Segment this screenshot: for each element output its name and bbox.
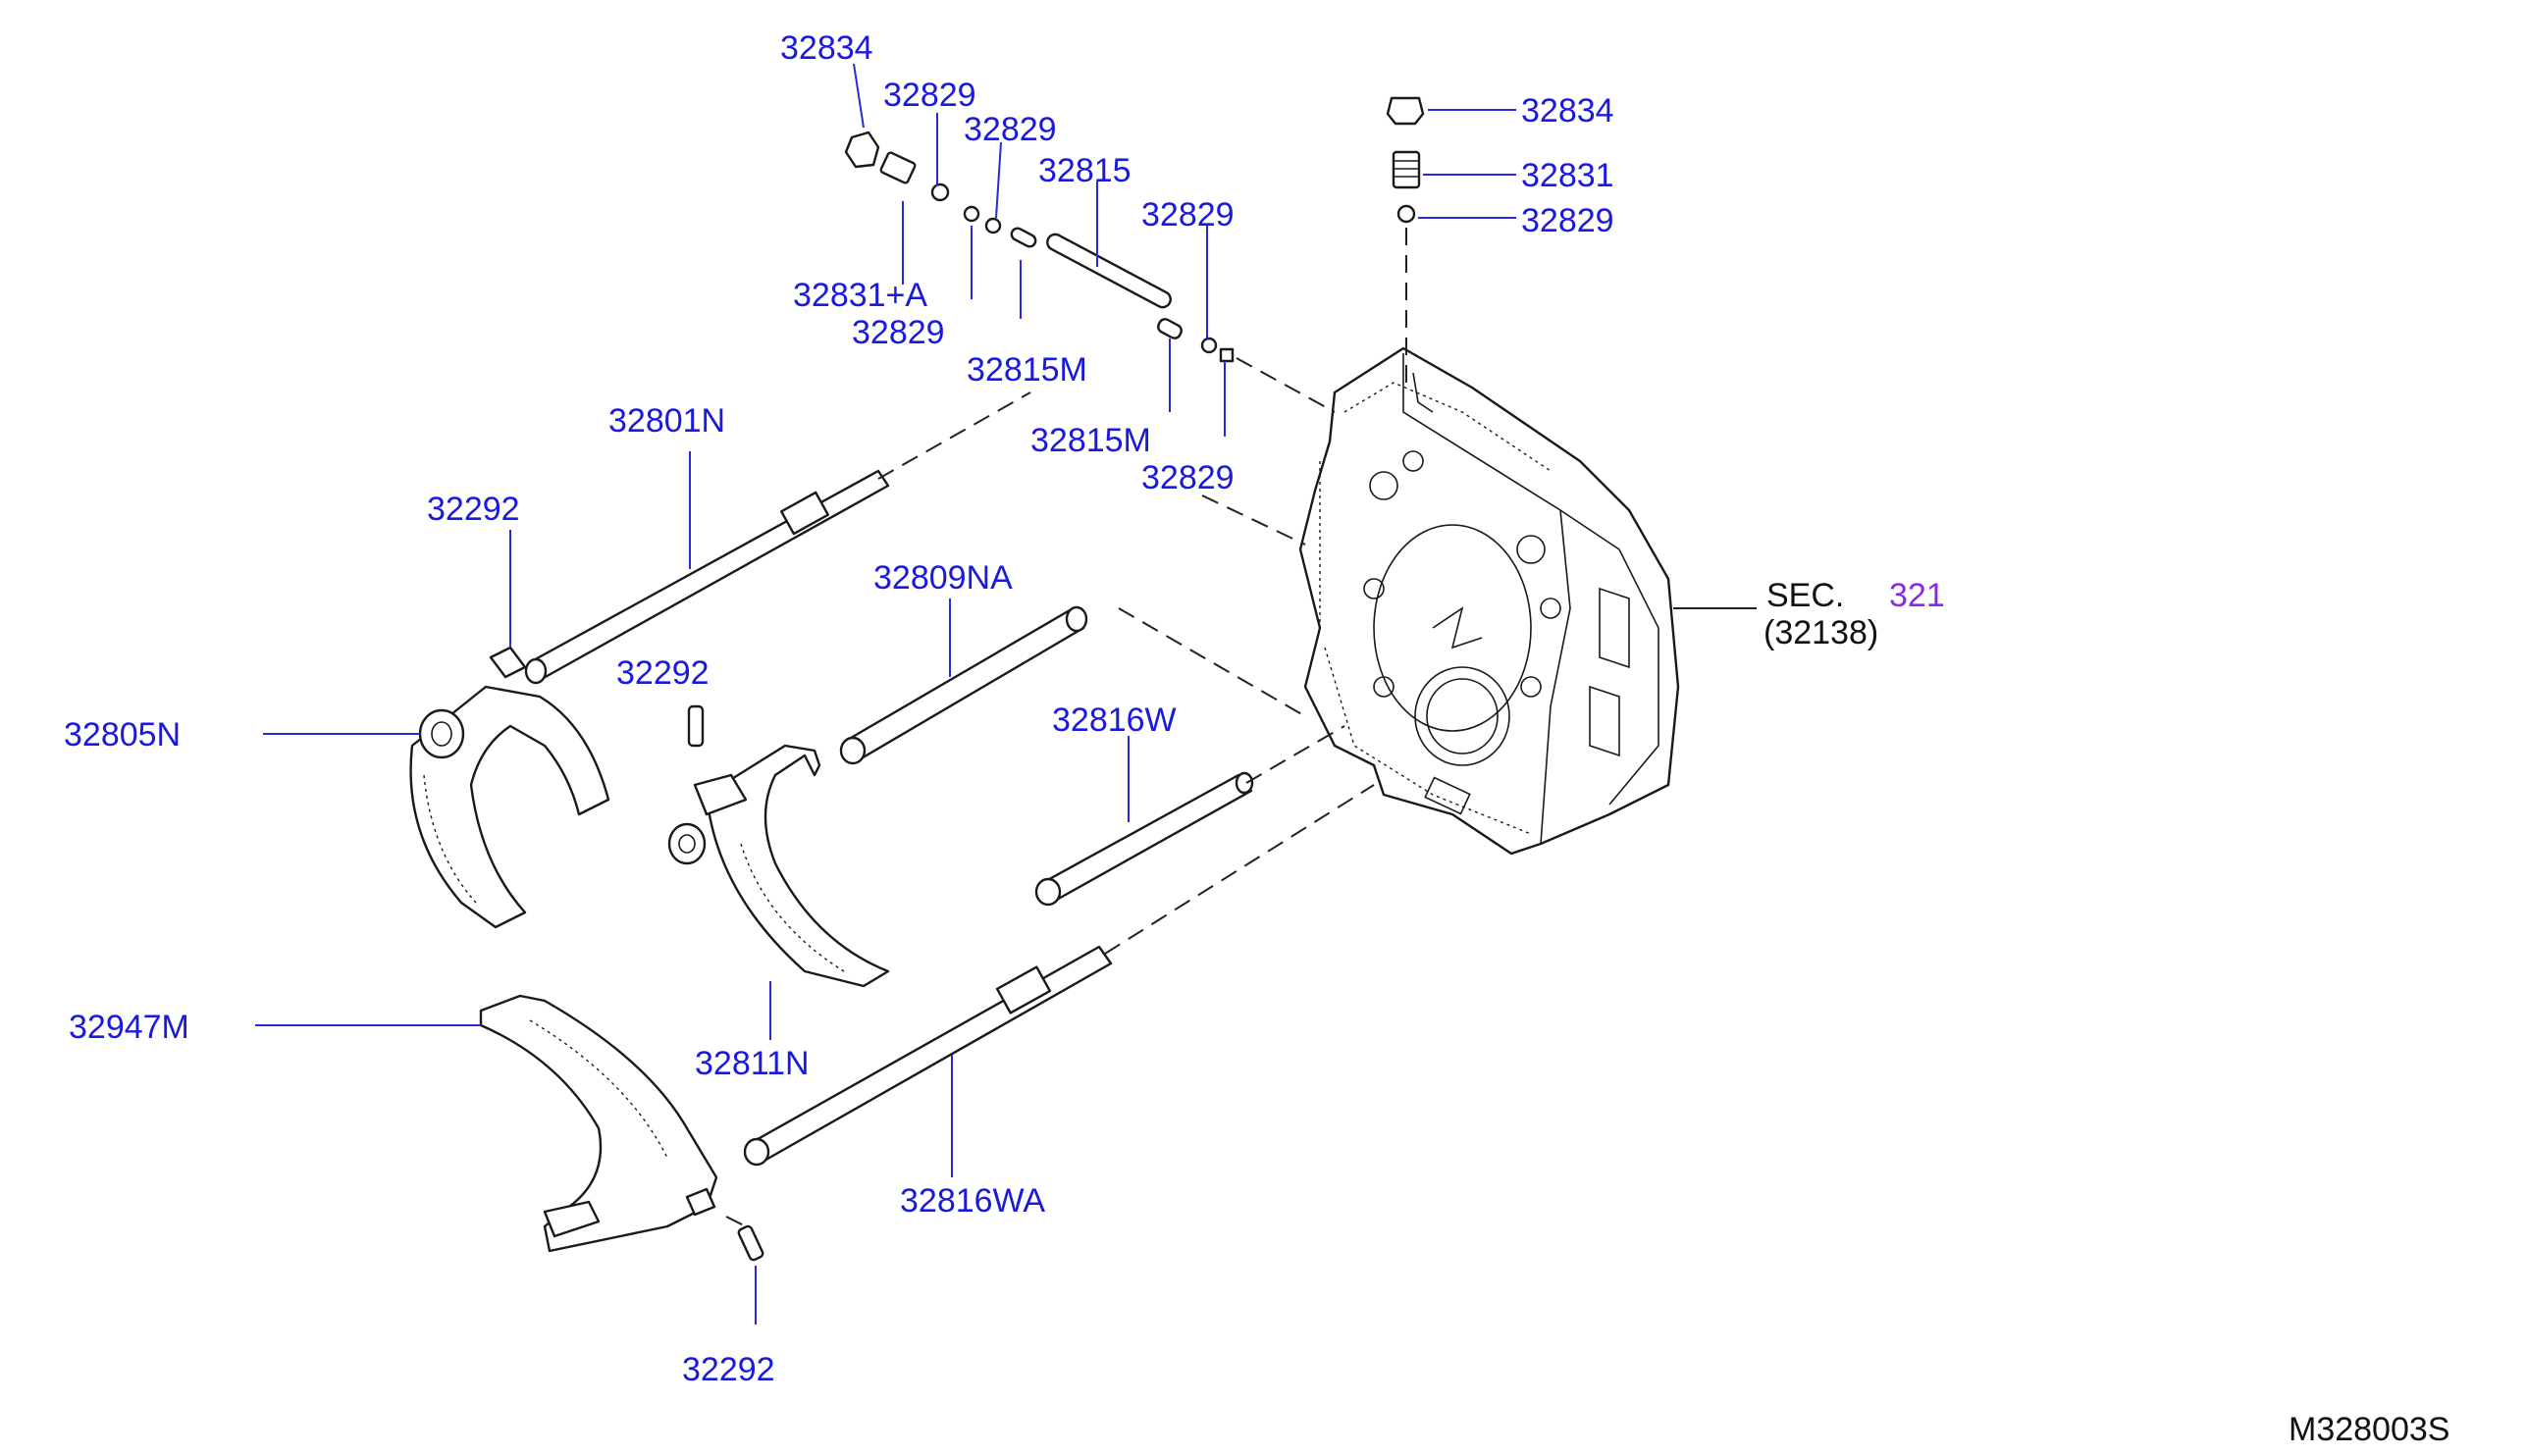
shift-fork-32805N	[409, 646, 610, 929]
assembly-lines	[725, 228, 1407, 1227]
label-32292-b: 32292	[616, 654, 710, 692]
label-32829-a: 32829	[883, 77, 976, 114]
label-32816wa: 32816WA	[900, 1182, 1045, 1220]
shift-rod-32801N	[524, 469, 890, 685]
leader-lines	[255, 63, 1757, 1325]
label-32292-a: 32292	[427, 491, 520, 528]
shift-fork-32947M	[479, 994, 764, 1262]
label-32815: 32815	[1038, 152, 1132, 189]
label-32829-e: 32829	[1141, 459, 1235, 496]
diagram-code: M328003S	[2289, 1411, 2449, 1448]
label-32829-d: 32829	[852, 314, 945, 351]
label-32829-b: 32829	[964, 111, 1057, 148]
label-32809na: 32809NA	[873, 559, 1013, 597]
detent-plug-cluster	[844, 130, 1235, 363]
label-32834-right: 32834	[1521, 92, 1614, 130]
label-32815m-b: 32815M	[1030, 422, 1151, 459]
label-32815m-a: 32815M	[967, 351, 1087, 389]
shift-rod-32816W	[1034, 771, 1254, 907]
label-32831-right: 32831	[1521, 157, 1614, 194]
label-32811n: 32811N	[695, 1045, 810, 1082]
label-32829-c: 32829	[1141, 196, 1235, 234]
label-32831-a: 32831+A	[793, 277, 927, 314]
label-32834-top: 32834	[780, 29, 873, 67]
label-32816w: 32816W	[1052, 702, 1177, 739]
shift-rod-32816WA	[743, 945, 1113, 1167]
section-number: 321	[1889, 577, 1945, 614]
label-32805n: 32805N	[64, 716, 181, 754]
shift-fork-32811N	[667, 704, 890, 988]
label-32947m: 32947M	[69, 1009, 189, 1046]
label-32801n: 32801N	[608, 402, 725, 440]
right-plug-stack	[1386, 96, 1425, 224]
part-labels: 32834 32829 32829 32815 32829 32831+A 32…	[64, 29, 1614, 1388]
section-prefix: SEC.	[1766, 577, 1844, 614]
label-32292-c: 32292	[682, 1351, 775, 1388]
section-ref: (32138)	[1764, 614, 1878, 651]
section-reference: SEC. 321 (32138)	[1764, 577, 1945, 651]
transmission-case	[1298, 346, 1680, 856]
label-32829-right: 32829	[1521, 202, 1614, 239]
shift-rod-32809NA	[839, 605, 1088, 765]
